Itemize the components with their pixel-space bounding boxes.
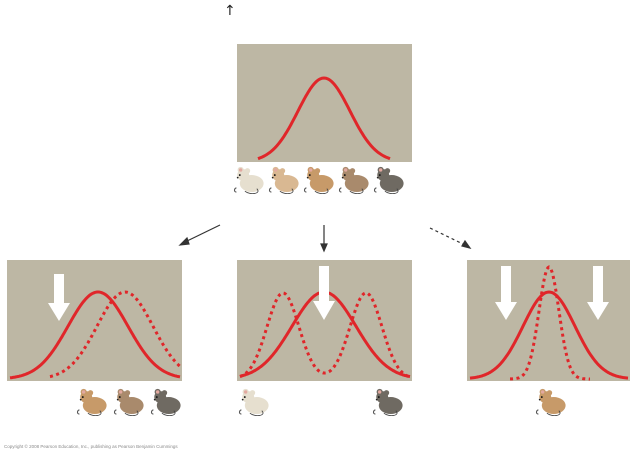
mouse-icon bbox=[238, 388, 270, 417]
down-arrow-icon bbox=[313, 266, 335, 320]
original-panel-background bbox=[237, 44, 412, 162]
disruptive-panel-mice bbox=[238, 388, 404, 417]
mouse-icon bbox=[373, 166, 405, 195]
panel-background bbox=[7, 260, 182, 381]
up-arrow-icon: ↑ bbox=[224, 3, 236, 19]
evolved-distribution-curve bbox=[510, 265, 590, 381]
original-population-mice bbox=[233, 166, 405, 195]
stabilizing-selection-panel bbox=[467, 260, 630, 381]
evolved-distribution-curve bbox=[49, 290, 182, 379]
branch-arrow-right bbox=[429, 227, 472, 249]
original-distribution-curve bbox=[257, 76, 391, 161]
branch-arrow-left bbox=[178, 224, 221, 246]
directional-selection-panel bbox=[7, 260, 182, 381]
mouse-icon bbox=[76, 388, 108, 417]
branch-arrows bbox=[178, 224, 472, 253]
mouse-icon bbox=[303, 166, 335, 195]
down-arrow-icon bbox=[587, 266, 609, 320]
panel-background bbox=[467, 260, 630, 381]
mouse-icon bbox=[150, 388, 182, 417]
mouse-icon bbox=[113, 388, 145, 417]
stabilizing-panel-mice bbox=[535, 388, 567, 417]
directional-panel-mice bbox=[76, 388, 182, 417]
copyright-credit: Copyright © 2008 Pearson Education, Inc.… bbox=[4, 444, 178, 449]
original-distribution-curve bbox=[469, 290, 629, 380]
mouse-icon bbox=[535, 388, 567, 417]
evolved-distribution-curve bbox=[239, 291, 411, 379]
down-arrow-icon bbox=[48, 274, 70, 321]
mouse-icon bbox=[233, 166, 265, 195]
down-arrow-icon bbox=[495, 266, 517, 320]
branch-arrow-center bbox=[320, 225, 328, 253]
disruptive-selection-panel bbox=[237, 260, 412, 381]
mouse-icon bbox=[268, 166, 300, 195]
original-population-panel bbox=[237, 44, 412, 162]
original-distribution-curve bbox=[9, 290, 181, 380]
mouse-icon bbox=[372, 388, 404, 417]
mouse-icon bbox=[338, 166, 370, 195]
